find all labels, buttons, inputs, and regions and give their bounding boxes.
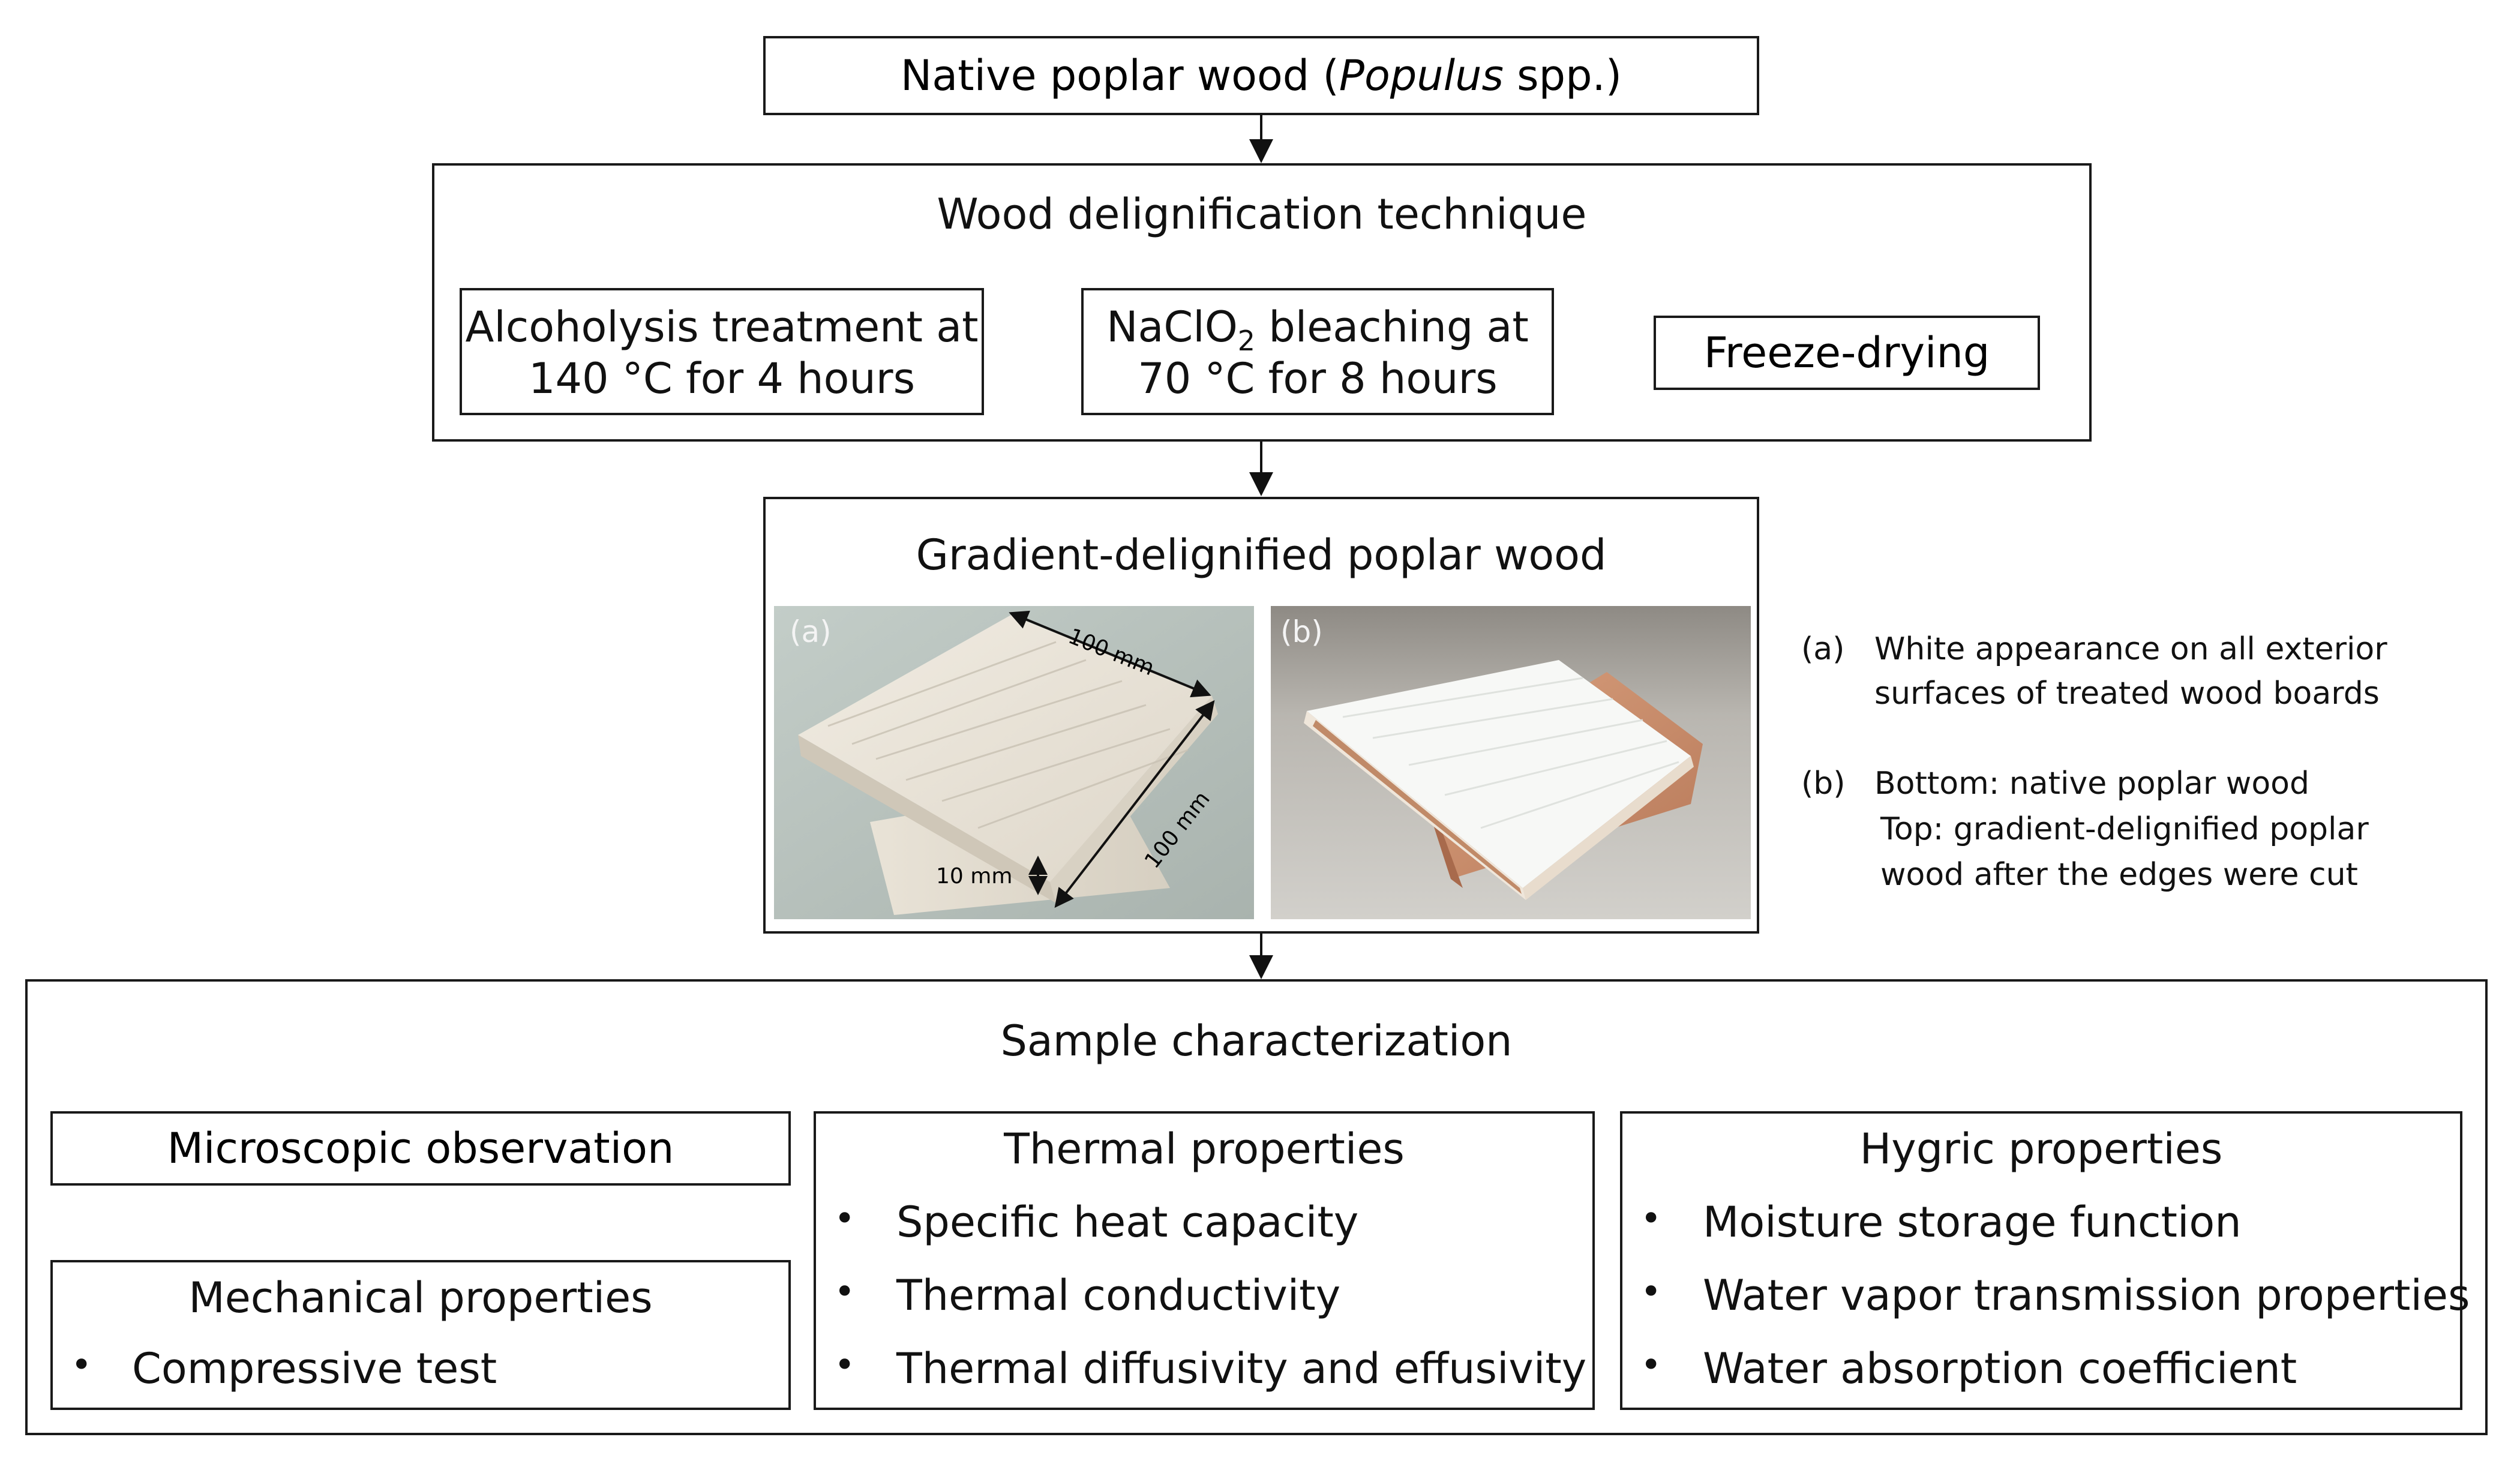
dimension-thickness-label: 10 mm	[936, 864, 1013, 889]
hygric-item-2: Water vapor transmission properties	[1703, 1271, 2470, 1320]
alcoholysis-line-2: 140 °C for 4 hours	[528, 354, 916, 403]
note-a-line-1: White appearance on all exterior	[1874, 631, 2387, 667]
alcoholysis-step-box: Alcoholysis treatment at 140 °C for 4 ho…	[460, 288, 984, 415]
freeze-drying-label: Freeze-drying	[1703, 328, 1990, 377]
photo-b-label: (b)	[1280, 614, 1323, 649]
hygric-item-3: Water absorption coefficient	[1703, 1344, 2297, 1393]
delignification-title: Wood delignification technique	[937, 190, 1587, 239]
mechanical-box: Mechanical properties • Compressive test	[50, 1260, 791, 1410]
mechanical-item-1: Compressive test	[132, 1344, 497, 1393]
photo-b-image	[1271, 606, 1751, 919]
note-a-tag: (a)	[1801, 631, 1845, 667]
hygric-item-1: Moisture storage function	[1703, 1198, 2242, 1247]
thermal-bullet-1: •	[834, 1198, 856, 1240]
note-a-line-2: surfaces of treated wood boards	[1874, 676, 2380, 712]
thermal-title: Thermal properties	[1004, 1124, 1405, 1174]
photo-a-label: (a)	[790, 614, 832, 649]
hygric-title: Hygric properties	[1859, 1124, 2223, 1174]
bleaching-step-box: NaClO2 bleaching at 70 °C for 8 hours	[1081, 288, 1554, 415]
thermal-item-1: Specific heat capacity	[896, 1198, 1359, 1247]
hygric-bullet-1: •	[1640, 1198, 1662, 1240]
native-poplar-box: Native poplar wood (Populus spp.)	[763, 36, 1759, 115]
note-b-tag: (b)	[1801, 766, 1846, 802]
bleaching-line-2: 70 °C for 8 hours	[1138, 354, 1498, 403]
hygric-bullet-3: •	[1640, 1344, 1662, 1386]
photo-b-native-vs-treated: (b)	[1271, 606, 1751, 919]
mechanical-bullet-1: •	[71, 1344, 92, 1386]
freeze-drying-box: Freeze-drying	[1654, 316, 2040, 390]
note-b-line-2: Top: gradient-delignified poplar	[1880, 811, 2369, 847]
microscopic-box: Microscopic observation	[50, 1111, 791, 1186]
thermal-bullet-2: •	[834, 1271, 856, 1313]
characterization-title: Sample characterization	[1000, 1016, 1513, 1066]
mechanical-title: Mechanical properties	[188, 1273, 653, 1322]
thermal-bullet-3: •	[834, 1344, 856, 1386]
hygric-box: Hygric properties • Moisture storage fun…	[1620, 1111, 2470, 1410]
hygric-bullet-2: •	[1640, 1271, 1662, 1313]
photo-a-treated-boards: (a) 100 mm 100 mm 10 mm	[774, 606, 1254, 919]
thermal-item-2: Thermal conductivity	[896, 1271, 1341, 1320]
thermal-item-3: Thermal diffusivity and effusivity	[896, 1344, 1587, 1393]
note-b-line-1: Bottom: native poplar wood	[1874, 766, 2309, 802]
note-b-line-3: wood after the edges were cut	[1880, 857, 2358, 893]
native-poplar-label: Native poplar wood (Populus spp.)	[900, 51, 1622, 100]
microscopic-label: Microscopic observation	[167, 1124, 674, 1173]
bleaching-line-1: NaClO2 bleaching at	[1106, 302, 1529, 357]
alcoholysis-line-1: Alcoholysis treatment at	[465, 302, 979, 352]
thermal-box: Thermal properties • Specific heat capac…	[814, 1111, 1595, 1410]
photo-a-dimension-arrows	[1009, 610, 1215, 908]
gradient-title: Gradient-delignified poplar wood	[916, 530, 1607, 580]
